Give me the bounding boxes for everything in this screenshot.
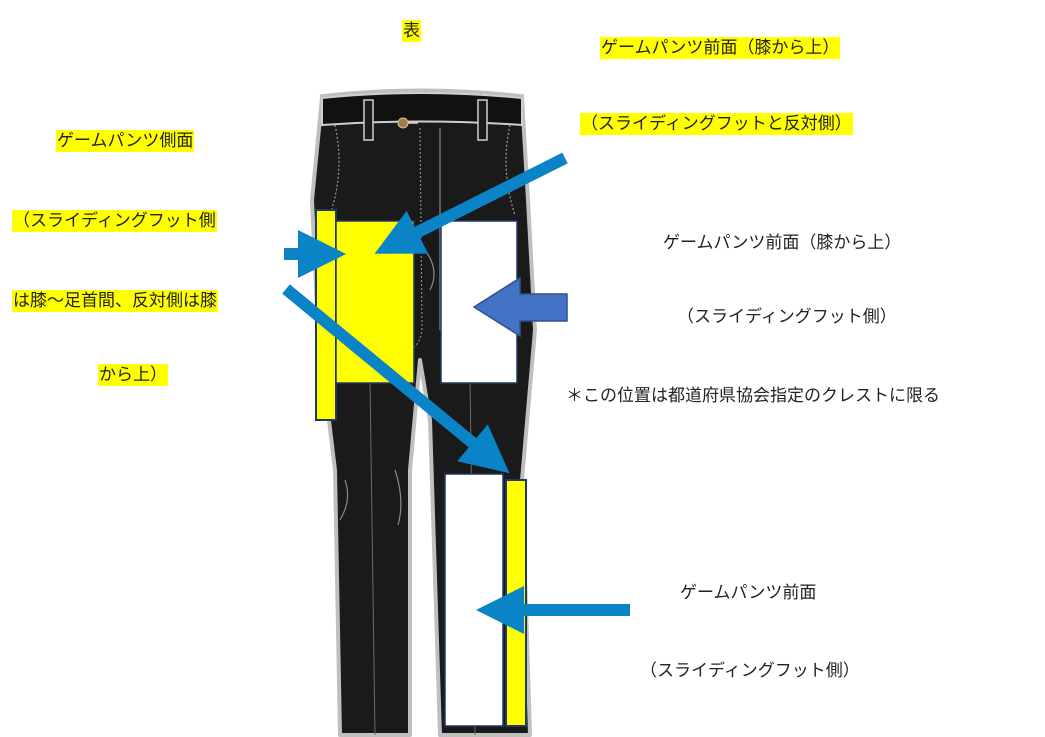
label-side-line3: は膝～足首間、反対側は膝 [12, 290, 218, 312]
arrow-icon [282, 284, 510, 474]
page-title: 表 [402, 20, 421, 42]
label-front-above-knee-title: ゲームパンツ前面（膝から上） [663, 233, 902, 253]
label-front-lower-title: ゲームパンツ前面 [680, 583, 817, 603]
label-front-lower-sub: （スライディングフット側） [640, 661, 860, 681]
front-lower-patch [444, 473, 504, 727]
label-front-above-knee-opposite-title: ゲームパンツ前面（膝から上） [600, 37, 841, 59]
label-side-title: ゲームパンツ側面 [56, 130, 195, 152]
label-side-line4: から上） [98, 364, 168, 386]
side-lower-patch-area [505, 479, 527, 727]
label-crest-note: ＊この位置は都道府県協会指定のクレストに限る [566, 386, 940, 406]
label-front-above-knee-opposite-sub: （スライディングフットと反対側） [580, 113, 853, 135]
label-front-above-knee-sub: （スライディングフット側） [677, 307, 897, 327]
label-side-line2: （スライディングフット側 [12, 210, 217, 232]
block-arrow-icon [472, 276, 568, 338]
arrow-icon [374, 152, 568, 254]
